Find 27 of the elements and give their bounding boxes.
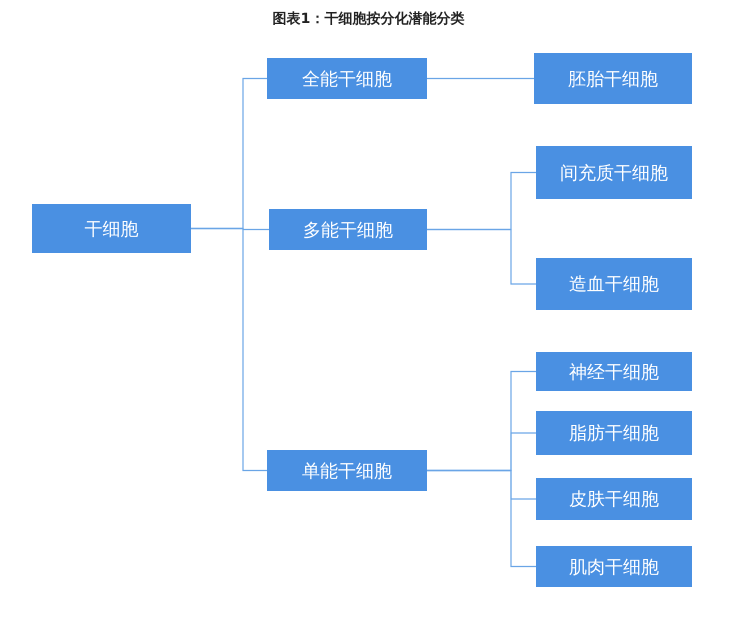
box-label: 脂肪干细胞 (569, 422, 659, 445)
connector-line (427, 470, 536, 568)
category-box (536, 258, 692, 310)
box-label: 神经干细胞 (569, 360, 659, 384)
category-box (267, 58, 427, 99)
box-label: 全能干细胞 (302, 68, 392, 90)
box-label: 间充质干细胞 (560, 162, 668, 184)
box-label: 干细胞 (84, 218, 138, 240)
category-box (536, 411, 692, 455)
box-label: 造血干细胞 (569, 273, 659, 296)
category-box (536, 352, 692, 391)
connector-line (191, 228, 267, 472)
category-box (269, 209, 427, 250)
category-box (536, 146, 692, 199)
box-label: 肌肉干细胞 (569, 556, 659, 578)
connector-line (427, 228, 536, 285)
box-label: 胚胎干细胞 (568, 68, 658, 90)
category-box (536, 478, 692, 520)
box-label: 皮肤干细胞 (569, 488, 659, 511)
box-label: 多能干细胞 (303, 218, 393, 242)
category-box (536, 546, 692, 587)
category-box (534, 53, 692, 104)
category-box (32, 204, 191, 253)
connector-line (427, 78, 534, 80)
category-box (267, 450, 427, 491)
diagram-title: 图表1：干细胞按分化潜能分类 (272, 11, 464, 27)
box-label: 单能干细胞 (302, 460, 392, 482)
